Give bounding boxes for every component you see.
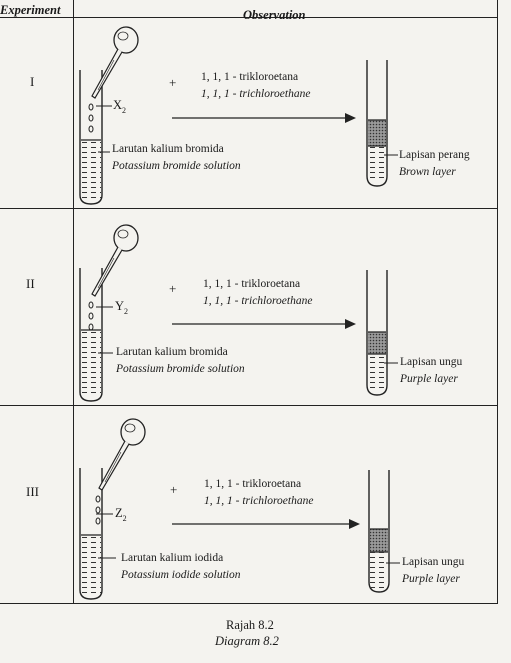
solution-en-1: Potassium bromide solution	[112, 160, 241, 172]
header-observation: Observation	[243, 8, 306, 22]
reagent-en-1: 1, 1, 1 - trichloroethane	[201, 88, 311, 100]
reagent-en-2: 1, 1, 1 - trichloroethane	[203, 295, 313, 307]
header-experiment: Experiment	[0, 3, 61, 17]
solution-en-3: Potassium iodide solution	[121, 569, 241, 581]
reagent-en-3: 1, 1, 1 - trichloroethane	[204, 495, 314, 507]
halogen-label-1: X2	[113, 98, 127, 115]
row-divider-2	[0, 405, 497, 407]
halogen-label-3: Z2	[115, 506, 127, 523]
plus-sign-1: +	[169, 75, 177, 90]
row-1-apparatus	[79, 26, 398, 205]
layer-en-3: Purple layer	[402, 573, 460, 585]
halogen-label-2: Y2	[115, 299, 129, 316]
row-2-apparatus	[79, 224, 398, 402]
experiment-label-2: II	[26, 276, 35, 291]
solution-my-3: Larutan kalium iodida	[121, 552, 224, 564]
plus-sign-3: +	[170, 482, 178, 497]
row-3-apparatus	[79, 418, 400, 600]
solution-en-2: Potassium bromide solution	[116, 363, 245, 375]
column-divider	[73, 0, 75, 603]
layer-en-1: Brown layer	[399, 166, 456, 178]
caption-english: Diagram 8.2	[215, 634, 279, 648]
layer-my-3: Lapisan ungu	[402, 556, 465, 568]
solution-my-1: Larutan kalium bromida	[112, 143, 224, 155]
row-divider-1	[0, 208, 497, 210]
experiment-label-3: III	[26, 484, 39, 499]
experiment-table	[0, 0, 498, 604]
reagent-my-1: 1, 1, 1 - trikloroetana	[201, 71, 299, 83]
reagent-my-3: 1, 1, 1 - trikloroetana	[204, 478, 302, 490]
reagent-my-2: 1, 1, 1 - trikloroetana	[203, 278, 301, 290]
layer-my-1: Lapisan perang	[399, 149, 470, 161]
experiment-label-1: I	[30, 74, 35, 89]
header-divider	[0, 17, 497, 19]
solution-my-2: Larutan kalium bromida	[116, 346, 228, 358]
layer-my-2: Lapisan ungu	[400, 356, 463, 368]
caption-malay: Rajah 8.2	[226, 618, 274, 632]
layer-en-2: Purple layer	[400, 373, 458, 385]
plus-sign-2: +	[169, 281, 177, 296]
